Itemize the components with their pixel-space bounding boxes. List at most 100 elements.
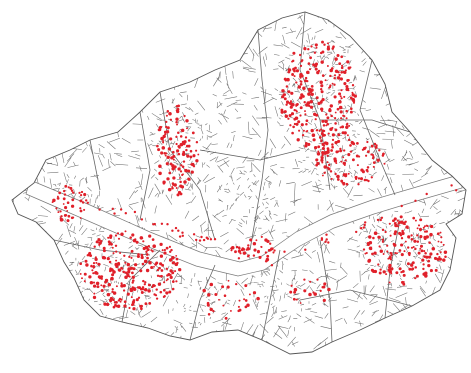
point-marker bbox=[197, 153, 200, 156]
point-marker bbox=[246, 255, 250, 258]
point-marker bbox=[423, 235, 427, 240]
point-marker bbox=[139, 304, 143, 308]
point-marker bbox=[101, 255, 106, 260]
point-marker bbox=[175, 280, 178, 283]
point-marker bbox=[229, 309, 232, 312]
point-marker bbox=[297, 120, 301, 124]
point-marker bbox=[174, 226, 178, 230]
point-marker bbox=[410, 268, 414, 271]
point-marker bbox=[182, 150, 186, 154]
point-marker bbox=[171, 287, 175, 291]
point-marker bbox=[300, 60, 303, 63]
point-marker bbox=[317, 145, 321, 149]
point-marker bbox=[270, 264, 274, 267]
point-marker bbox=[246, 303, 250, 307]
point-marker bbox=[63, 193, 67, 196]
point-marker bbox=[401, 280, 404, 284]
point-marker bbox=[114, 234, 118, 237]
point-marker bbox=[394, 223, 398, 228]
point-marker bbox=[150, 249, 153, 252]
point-marker bbox=[195, 140, 199, 144]
point-marker bbox=[322, 285, 326, 289]
point-marker bbox=[400, 270, 403, 274]
point-marker bbox=[165, 162, 169, 165]
point-marker bbox=[356, 142, 359, 145]
point-marker bbox=[350, 107, 353, 110]
point-marker bbox=[416, 227, 419, 230]
point-marker bbox=[158, 164, 162, 169]
point-marker bbox=[339, 147, 342, 151]
point-marker bbox=[92, 264, 95, 267]
point-marker bbox=[310, 128, 314, 133]
point-marker bbox=[166, 155, 170, 160]
point-marker bbox=[321, 161, 324, 164]
point-marker bbox=[221, 285, 225, 289]
point-marker bbox=[170, 156, 174, 160]
point-marker bbox=[390, 272, 393, 275]
point-marker bbox=[238, 299, 241, 302]
point-marker bbox=[294, 116, 299, 120]
point-marker bbox=[147, 289, 151, 293]
point-marker bbox=[307, 48, 310, 51]
point-marker bbox=[320, 90, 324, 94]
point-marker bbox=[292, 125, 295, 129]
point-marker bbox=[155, 288, 158, 291]
point-marker bbox=[372, 161, 376, 164]
point-marker bbox=[315, 96, 319, 100]
point-marker bbox=[295, 69, 300, 73]
point-marker bbox=[376, 218, 380, 222]
point-marker bbox=[94, 271, 98, 275]
point-marker bbox=[321, 153, 324, 157]
point-marker bbox=[299, 302, 302, 304]
point-marker bbox=[310, 92, 314, 97]
point-marker bbox=[162, 180, 166, 184]
point-marker bbox=[318, 129, 321, 132]
point-marker bbox=[162, 134, 166, 139]
point-marker bbox=[365, 178, 368, 182]
point-marker bbox=[163, 281, 166, 284]
point-marker bbox=[285, 100, 290, 104]
point-marker bbox=[129, 236, 132, 239]
point-marker bbox=[148, 234, 152, 238]
point-marker bbox=[248, 293, 251, 296]
point-marker bbox=[305, 119, 309, 123]
point-marker bbox=[227, 279, 230, 282]
point-marker bbox=[404, 240, 407, 243]
point-marker bbox=[190, 162, 195, 167]
point-marker bbox=[320, 237, 324, 240]
point-marker bbox=[66, 219, 70, 223]
point-marker bbox=[334, 141, 338, 145]
point-marker bbox=[237, 309, 240, 313]
point-marker bbox=[255, 239, 258, 242]
point-marker bbox=[373, 231, 378, 235]
point-marker bbox=[428, 241, 431, 244]
point-marker bbox=[310, 85, 314, 88]
point-marker bbox=[408, 267, 412, 271]
point-marker bbox=[79, 209, 83, 213]
point-marker bbox=[179, 177, 181, 179]
point-marker bbox=[63, 213, 67, 217]
point-marker bbox=[420, 249, 424, 253]
point-marker bbox=[419, 229, 422, 232]
point-marker bbox=[165, 267, 168, 270]
point-marker bbox=[358, 155, 361, 158]
point-marker bbox=[218, 298, 220, 301]
point-marker bbox=[315, 163, 318, 167]
point-marker bbox=[375, 144, 378, 147]
point-marker bbox=[91, 269, 94, 272]
point-marker bbox=[141, 237, 144, 240]
point-marker bbox=[290, 284, 293, 287]
point-marker bbox=[338, 73, 341, 77]
point-marker bbox=[351, 93, 355, 97]
point-marker bbox=[109, 299, 113, 303]
point-marker bbox=[51, 201, 54, 204]
point-marker bbox=[195, 238, 198, 242]
point-marker bbox=[131, 281, 134, 284]
point-marker bbox=[64, 184, 68, 188]
point-marker bbox=[394, 252, 397, 255]
point-marker bbox=[234, 250, 237, 254]
point-marker bbox=[338, 62, 342, 65]
point-marker bbox=[333, 95, 337, 99]
point-marker bbox=[340, 97, 343, 100]
point-marker bbox=[351, 84, 355, 87]
